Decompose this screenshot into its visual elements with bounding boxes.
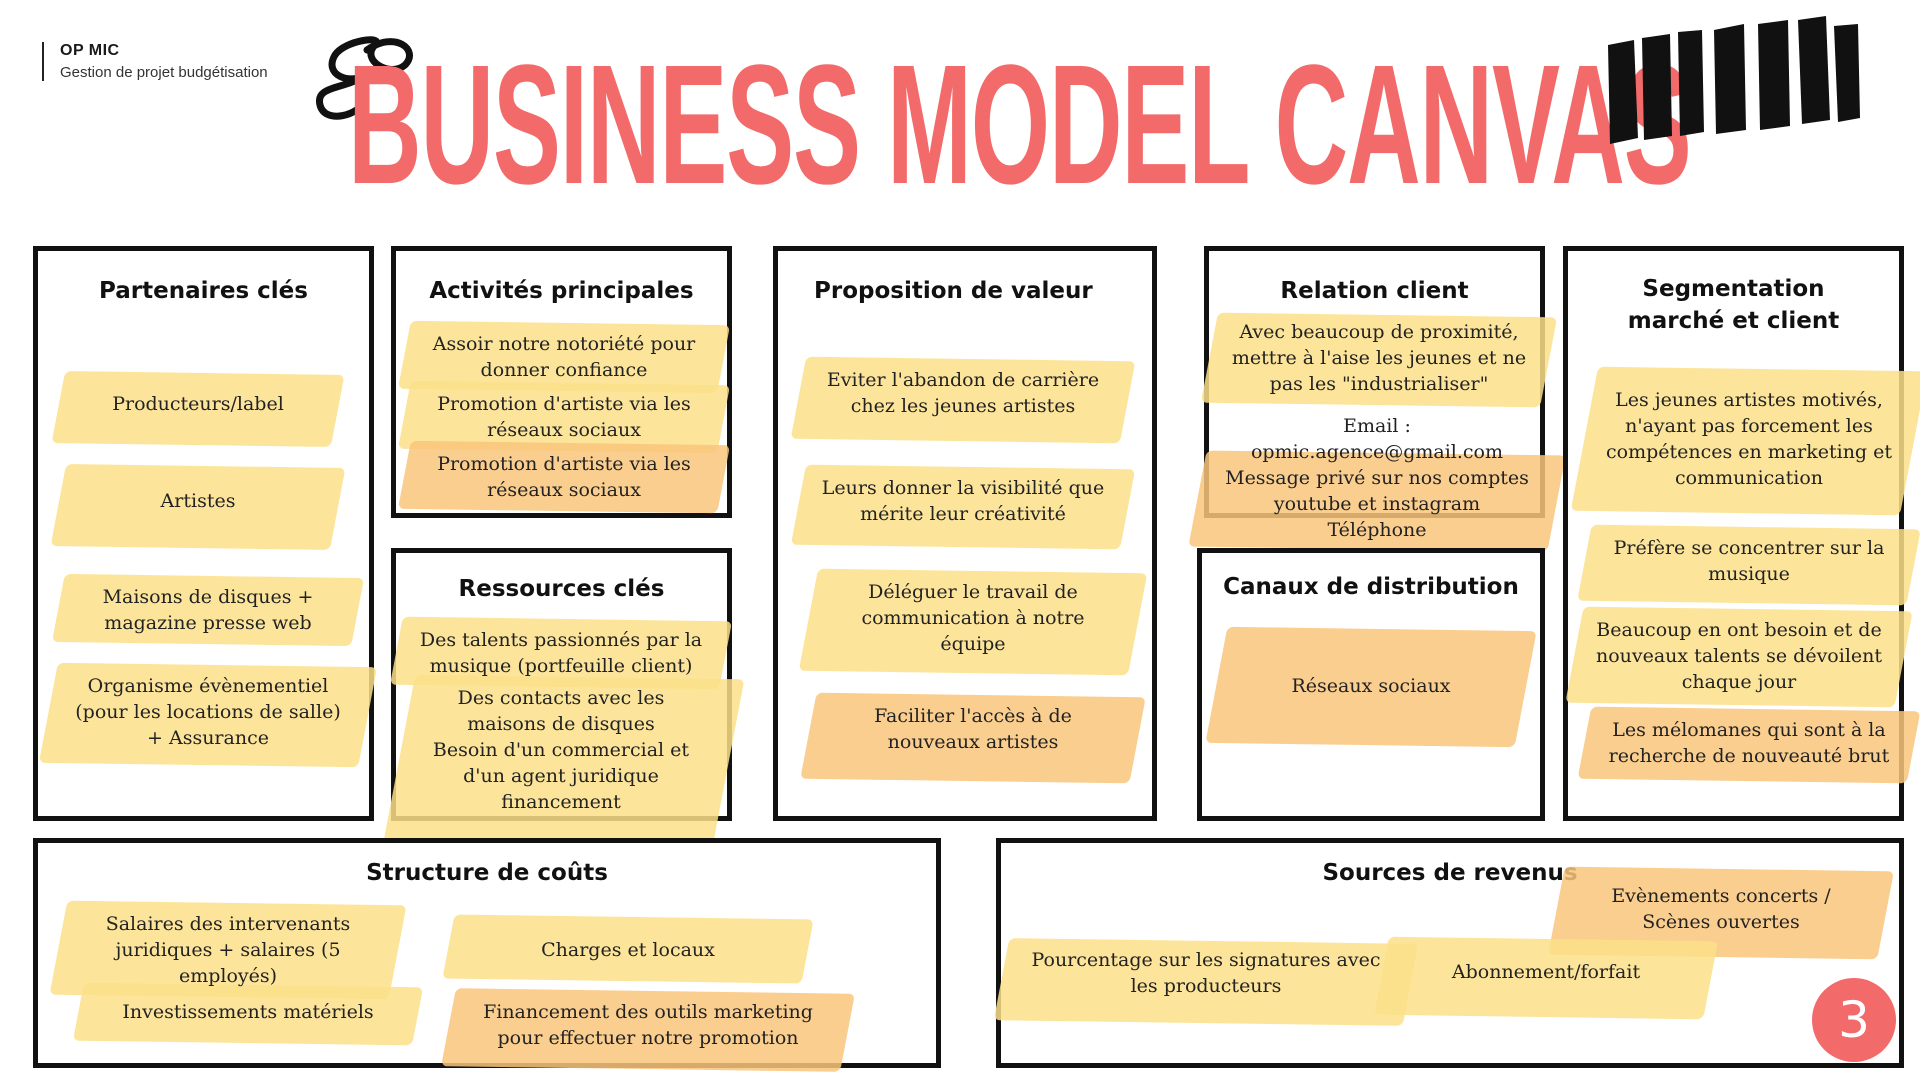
section-title: Ressources clés — [458, 576, 665, 602]
note-item: Préfère se concentrer sur la musique — [1577, 524, 1920, 606]
note-item: Abonnement/forfait — [1374, 936, 1718, 1020]
section-title: Segmentation marché et client — [1627, 276, 1840, 334]
note-item: Faciliter l'accès à de nouveaux artistes — [800, 692, 1146, 784]
note-item: Pourcentage sur les signatures avec les … — [993, 938, 1419, 1026]
section-title: Canaux de distribution — [1223, 574, 1519, 600]
org-subtitle: Gestion de projet budgétisation — [60, 64, 268, 81]
note-item: Charges et locaux — [442, 914, 814, 984]
note-item: Salaires des intervenants juridiques + s… — [49, 900, 407, 1000]
note-item: Des talents passionnés par la musique (p… — [389, 616, 733, 690]
box-ressources-cles: Ressources clés Des talents passionnés p… — [377, 548, 745, 878]
note-item: Des contacts avec les maisons de disques… — [377, 674, 745, 878]
section-title: Partenaires clés — [99, 278, 308, 304]
note-item: Leurs donner la visibilité que mérite le… — [790, 464, 1136, 550]
box-proposition-valeur: Proposition de valeur Eviter l'abandon d… — [773, 246, 1157, 821]
brush-stripes-icon — [1608, 16, 1860, 144]
note-item: Producteurs/label — [51, 371, 345, 447]
box-activites-principales: Activités principales Assoir notre notor… — [391, 246, 732, 518]
box-canaux-distribution: Canaux de distribution Réseaux sociaux — [1197, 548, 1545, 821]
note-item: Déléguer le travail de communication à n… — [798, 568, 1148, 676]
section-title: Relation client — [1280, 278, 1469, 304]
note-item: Assoir notre notoriété pour donner confi… — [397, 320, 731, 394]
note-item: Financement des outils marketing pour ef… — [441, 988, 855, 1072]
note-item: Avec beaucoup de proximité, mettre à l'a… — [1200, 312, 1558, 408]
note-item: Maisons de disques + magazine presse web — [51, 573, 365, 647]
note-item: Les jeunes artistes motivés, n'ayant pas… — [1570, 366, 1920, 516]
org-name: OP MIC — [60, 42, 120, 59]
note-item: Email : opmic.agence@gmail.com Message p… — [1188, 413, 1566, 552]
note-item: Evènements concerts / Scènes ouvertes — [1548, 866, 1894, 960]
note-item: Réseaux sociaux — [1205, 626, 1537, 748]
box-partenaires-cles: Partenaires clés Producteurs/label Artis… — [33, 246, 378, 821]
page-number-badge: 3 — [1812, 978, 1896, 1062]
note-item: Promotion d'artiste via les réseaux soci… — [397, 380, 731, 454]
note-item: Les mélomanes qui sont à la recherche de… — [1577, 706, 1920, 784]
scribble-icon — [316, 36, 413, 120]
note-item: Organisme évènementiel (pour les locatio… — [38, 662, 378, 768]
box-structure-couts: Structure de coûts Salaires des interven… — [33, 838, 941, 1072]
note-item: Artistes — [50, 464, 346, 550]
box-segmentation: Segmentation marché et client Les jeunes… — [1563, 246, 1920, 821]
section-title: Sources de revenus — [1322, 860, 1578, 886]
box-relation-client: Relation client Avec beaucoup de proximi… — [1188, 246, 1566, 552]
note-item: Beaucoup en ont besoin et de nouveaux ta… — [1565, 606, 1913, 708]
section-title: Proposition de valeur — [814, 278, 1093, 304]
box-sources-revenus: Sources de revenus Evènements concerts /… — [993, 838, 1904, 1068]
note-item: Eviter l'abandon de carrière chez les je… — [790, 356, 1136, 444]
note-item: Promotion d'artiste via les réseaux soci… — [397, 440, 731, 514]
section-title: Activités principales — [429, 278, 694, 304]
section-title: Structure de coûts — [366, 860, 608, 886]
note-item: Investissements matériels — [72, 982, 424, 1046]
brand-block: OP MIC Gestion de projet budgétisation — [42, 42, 268, 81]
page-title: BUSINESS MODEL CANVAS — [348, 30, 1692, 220]
